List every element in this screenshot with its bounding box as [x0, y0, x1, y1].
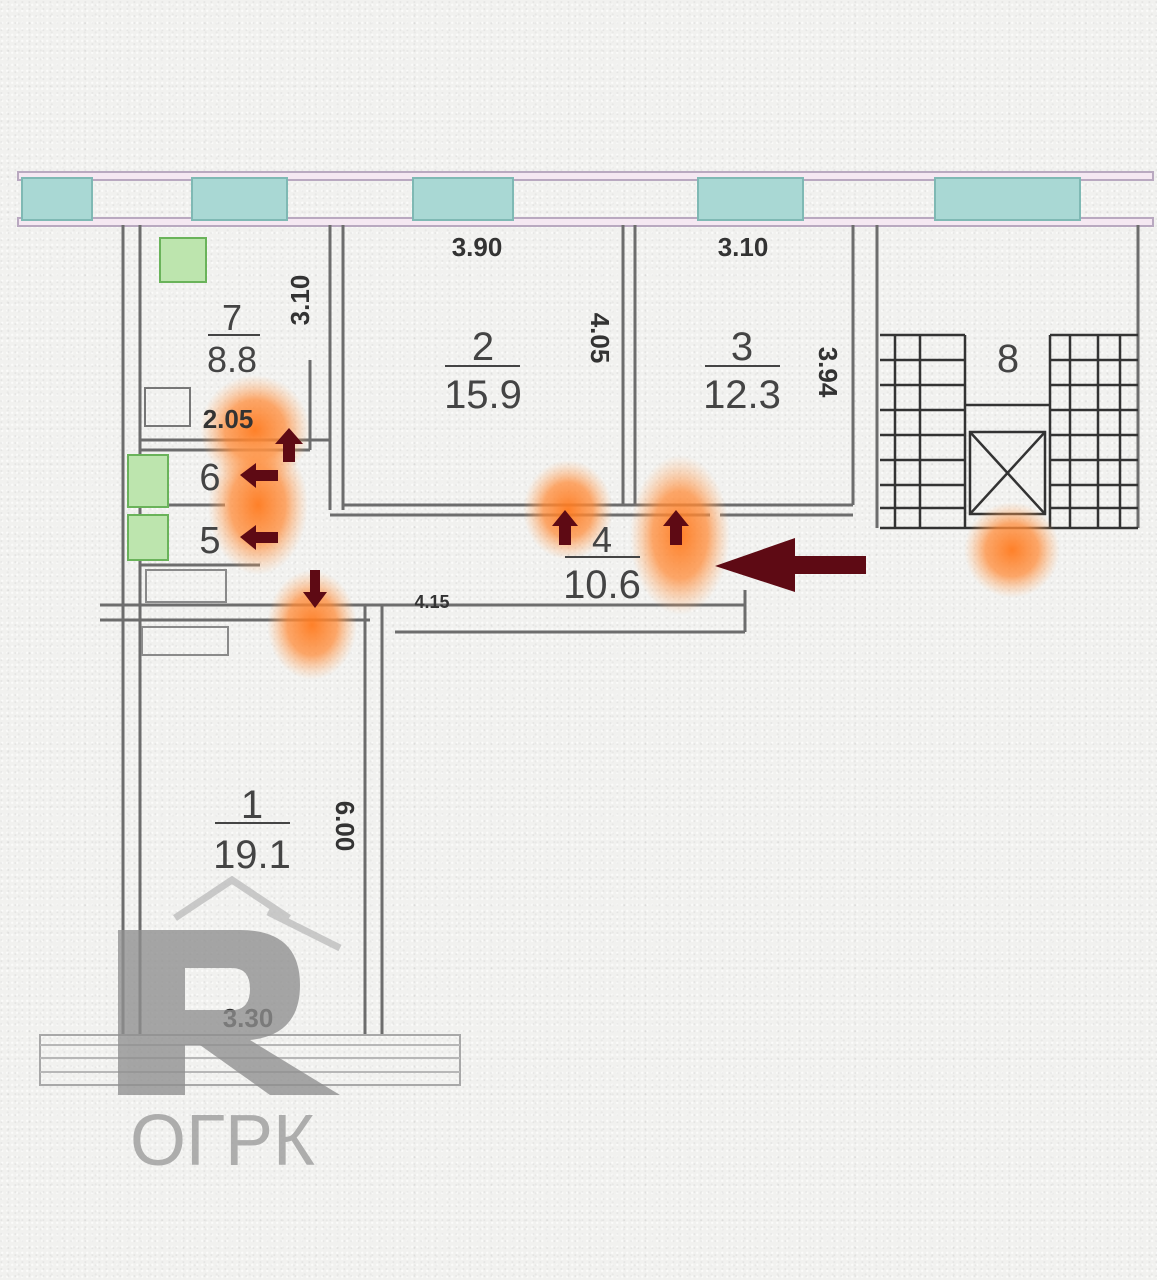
- bathtub-fixture: [127, 454, 169, 508]
- dim-room3-height: 3.94: [813, 347, 843, 398]
- arrow-up-icon: [663, 510, 689, 545]
- ogrk-logo: ОГРК: [118, 875, 342, 1181]
- window: [412, 177, 514, 221]
- dim-room2-width: 3.90: [452, 232, 503, 262]
- dim-room2-height: 4.05: [585, 313, 615, 364]
- arrows: [240, 428, 866, 608]
- entrance-arrow-icon: [715, 538, 866, 592]
- room-7-label: 7 8.8: [207, 297, 260, 380]
- room-3-label: 3 12.3: [703, 325, 781, 417]
- hall-cabinet: [141, 626, 229, 656]
- arrow-left-icon: [240, 525, 278, 550]
- highlights: [200, 375, 1060, 680]
- hall-niche: [145, 569, 227, 603]
- room-2-label: 2 15.9: [444, 325, 522, 417]
- room-4-label: 4 10.6: [563, 519, 641, 607]
- room-8-label: 8: [997, 337, 1019, 381]
- dim-room3-width: 3.10: [718, 232, 769, 262]
- svg-text:8.8: 8.8: [207, 339, 257, 380]
- arrow-up-icon: [275, 428, 303, 462]
- svg-text:3: 3: [731, 325, 753, 369]
- svg-text:19.1: 19.1: [213, 833, 291, 877]
- stove-fixture: [159, 237, 207, 283]
- dim-corridor-width: 4.15: [414, 592, 449, 612]
- toilet-fixture: [127, 514, 169, 561]
- sink-fixture: [144, 387, 191, 427]
- svg-text:2: 2: [472, 325, 494, 369]
- room-labels: 7 8.8 2 15.9 3 12.3 8 6 5 4 10.6 1 19.1: [199, 297, 1019, 877]
- svg-text:1: 1: [241, 783, 263, 827]
- svg-text:12.3: 12.3: [703, 373, 781, 417]
- window: [191, 177, 288, 221]
- arrow-up-icon: [552, 510, 578, 545]
- arrow-down-icon: [303, 570, 327, 608]
- dim-bath-width: 2.05: [203, 404, 254, 434]
- dim-room7-height: 3.10: [285, 275, 315, 326]
- window: [934, 177, 1081, 221]
- room-6-label: 6: [199, 457, 220, 499]
- top-exterior-wall: [17, 171, 1154, 227]
- room-1-label: 1 19.1: [213, 783, 291, 877]
- staircase: [880, 333, 1138, 530]
- logo-text: ОГРК: [130, 1101, 315, 1181]
- window: [697, 177, 804, 221]
- arrow-left-icon: [240, 463, 278, 488]
- svg-text:7: 7: [222, 297, 242, 338]
- elevator-shaft: [968, 430, 1047, 516]
- window: [21, 177, 93, 221]
- svg-text:4: 4: [592, 519, 612, 560]
- walls: [100, 225, 1140, 1035]
- dim-room1-height: 6.00: [330, 801, 360, 852]
- svg-text:15.9: 15.9: [444, 373, 522, 417]
- svg-text:10.6: 10.6: [563, 563, 641, 607]
- room-5-label: 5: [199, 520, 220, 562]
